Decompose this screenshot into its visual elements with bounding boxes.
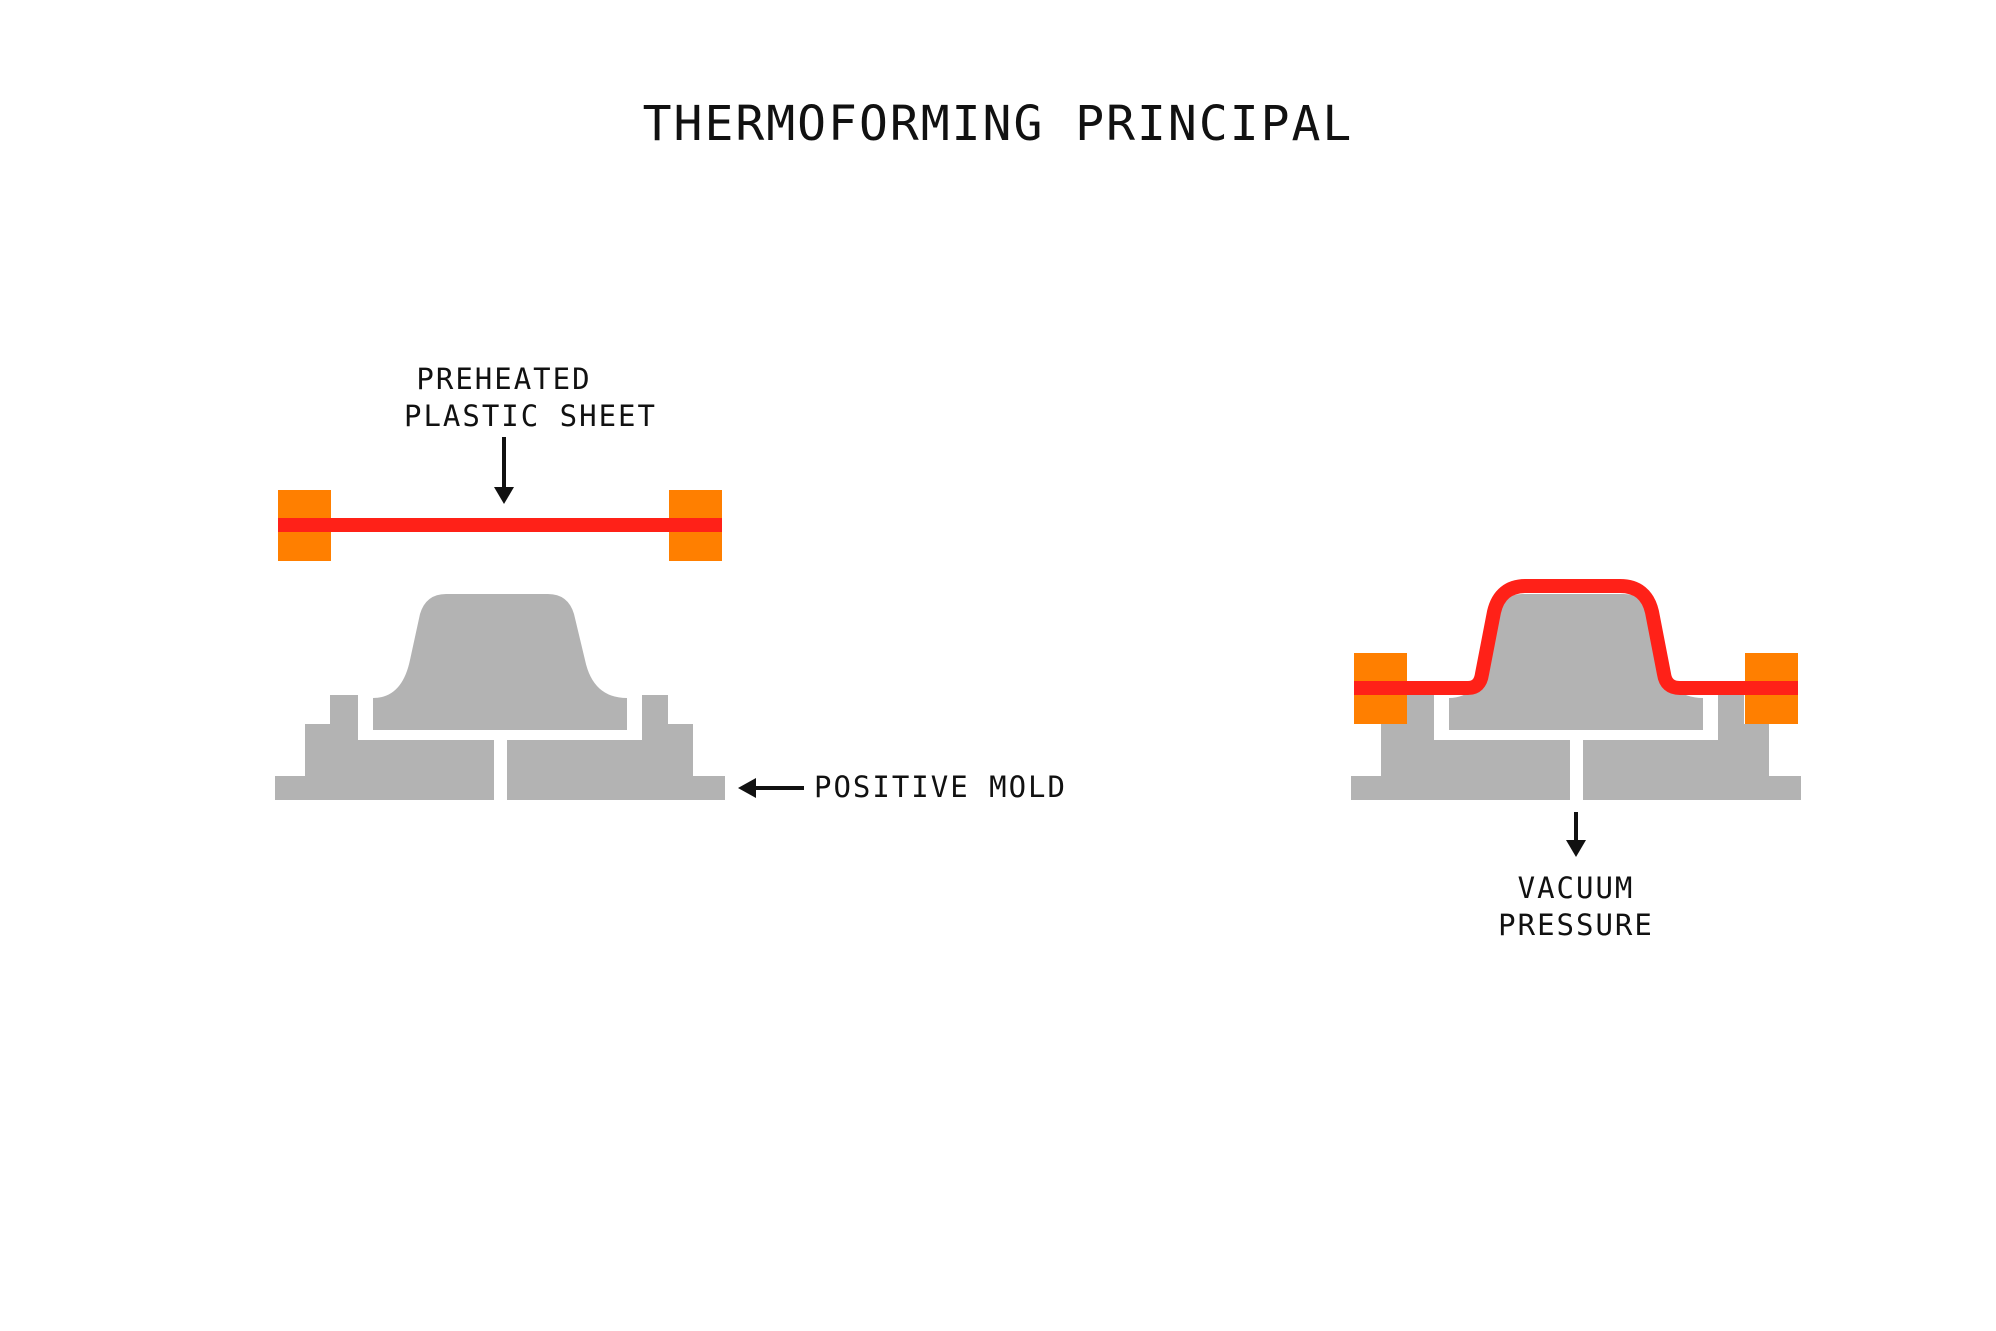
formed-plastic-sheet xyxy=(1354,579,1798,695)
mold-arrow xyxy=(738,778,804,798)
positive-mold-label-text: POSITIVE MOLD xyxy=(814,770,1067,804)
page-title: THERMOFORMING PRINCIPAL xyxy=(642,96,1354,152)
vacuum-pressure-label: VACUUM PRESSURE xyxy=(1476,870,1676,944)
mold-base-right-half xyxy=(507,695,725,800)
positive-mold-label: POSITIVE MOLD xyxy=(814,769,1067,806)
preheated-sheet-label-line2: PLASTIC SHEET xyxy=(404,399,657,433)
before-forming-stage xyxy=(275,437,804,800)
preheated-plastic-sheet xyxy=(278,518,722,532)
mold-arrow-head xyxy=(738,778,756,798)
preheated-sheet-label: PREHEATED PLASTIC SHEET xyxy=(404,361,657,435)
mold-base xyxy=(275,695,725,800)
vacuum-arrow xyxy=(1566,812,1586,857)
formed-mold-base-right-half xyxy=(1583,695,1801,800)
mold-base-left-half xyxy=(275,695,494,800)
after-forming-stage xyxy=(1351,579,1801,857)
vacuum-arrow-head xyxy=(1566,840,1586,857)
sheet-arrow xyxy=(494,437,514,504)
formed-positive-mold-form xyxy=(1449,594,1703,730)
preheated-sheet-label-line1: PREHEATED xyxy=(416,362,592,396)
positive-mold-form xyxy=(373,594,627,730)
sheet-arrow-head xyxy=(494,487,514,504)
vacuum-pressure-label-line2: PRESSURE xyxy=(1498,908,1654,942)
vacuum-pressure-label-line1: VACUUM xyxy=(1517,871,1635,905)
formed-mold-base-left-half xyxy=(1351,695,1570,800)
formed-mold-base xyxy=(1351,695,1801,800)
